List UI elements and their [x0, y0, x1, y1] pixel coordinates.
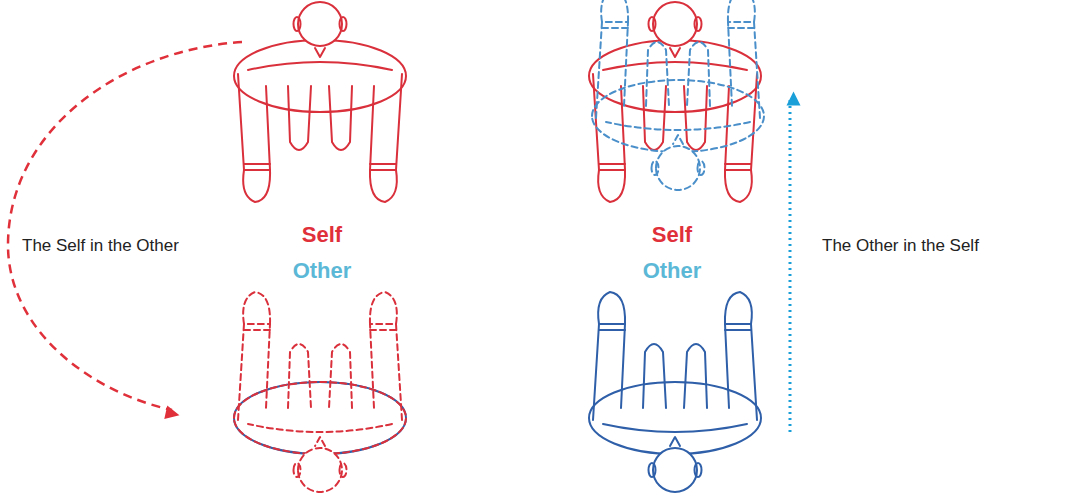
figure-label: Self [652, 222, 692, 248]
arrow-caption: The Other in the Self [822, 236, 979, 256]
figure-label: Self [302, 222, 342, 248]
other-in-self-figure [592, 0, 764, 190]
dotted-arrow [789, 100, 792, 432]
arrow-caption: The Self in the Other [22, 236, 179, 256]
figure-label: Other [643, 258, 702, 284]
other-figure [589, 292, 761, 492]
figure-label: Other [293, 258, 352, 284]
self-in-other-figure [234, 292, 406, 492]
dashed-arrow [8, 42, 242, 410]
self-figure [234, 2, 406, 202]
